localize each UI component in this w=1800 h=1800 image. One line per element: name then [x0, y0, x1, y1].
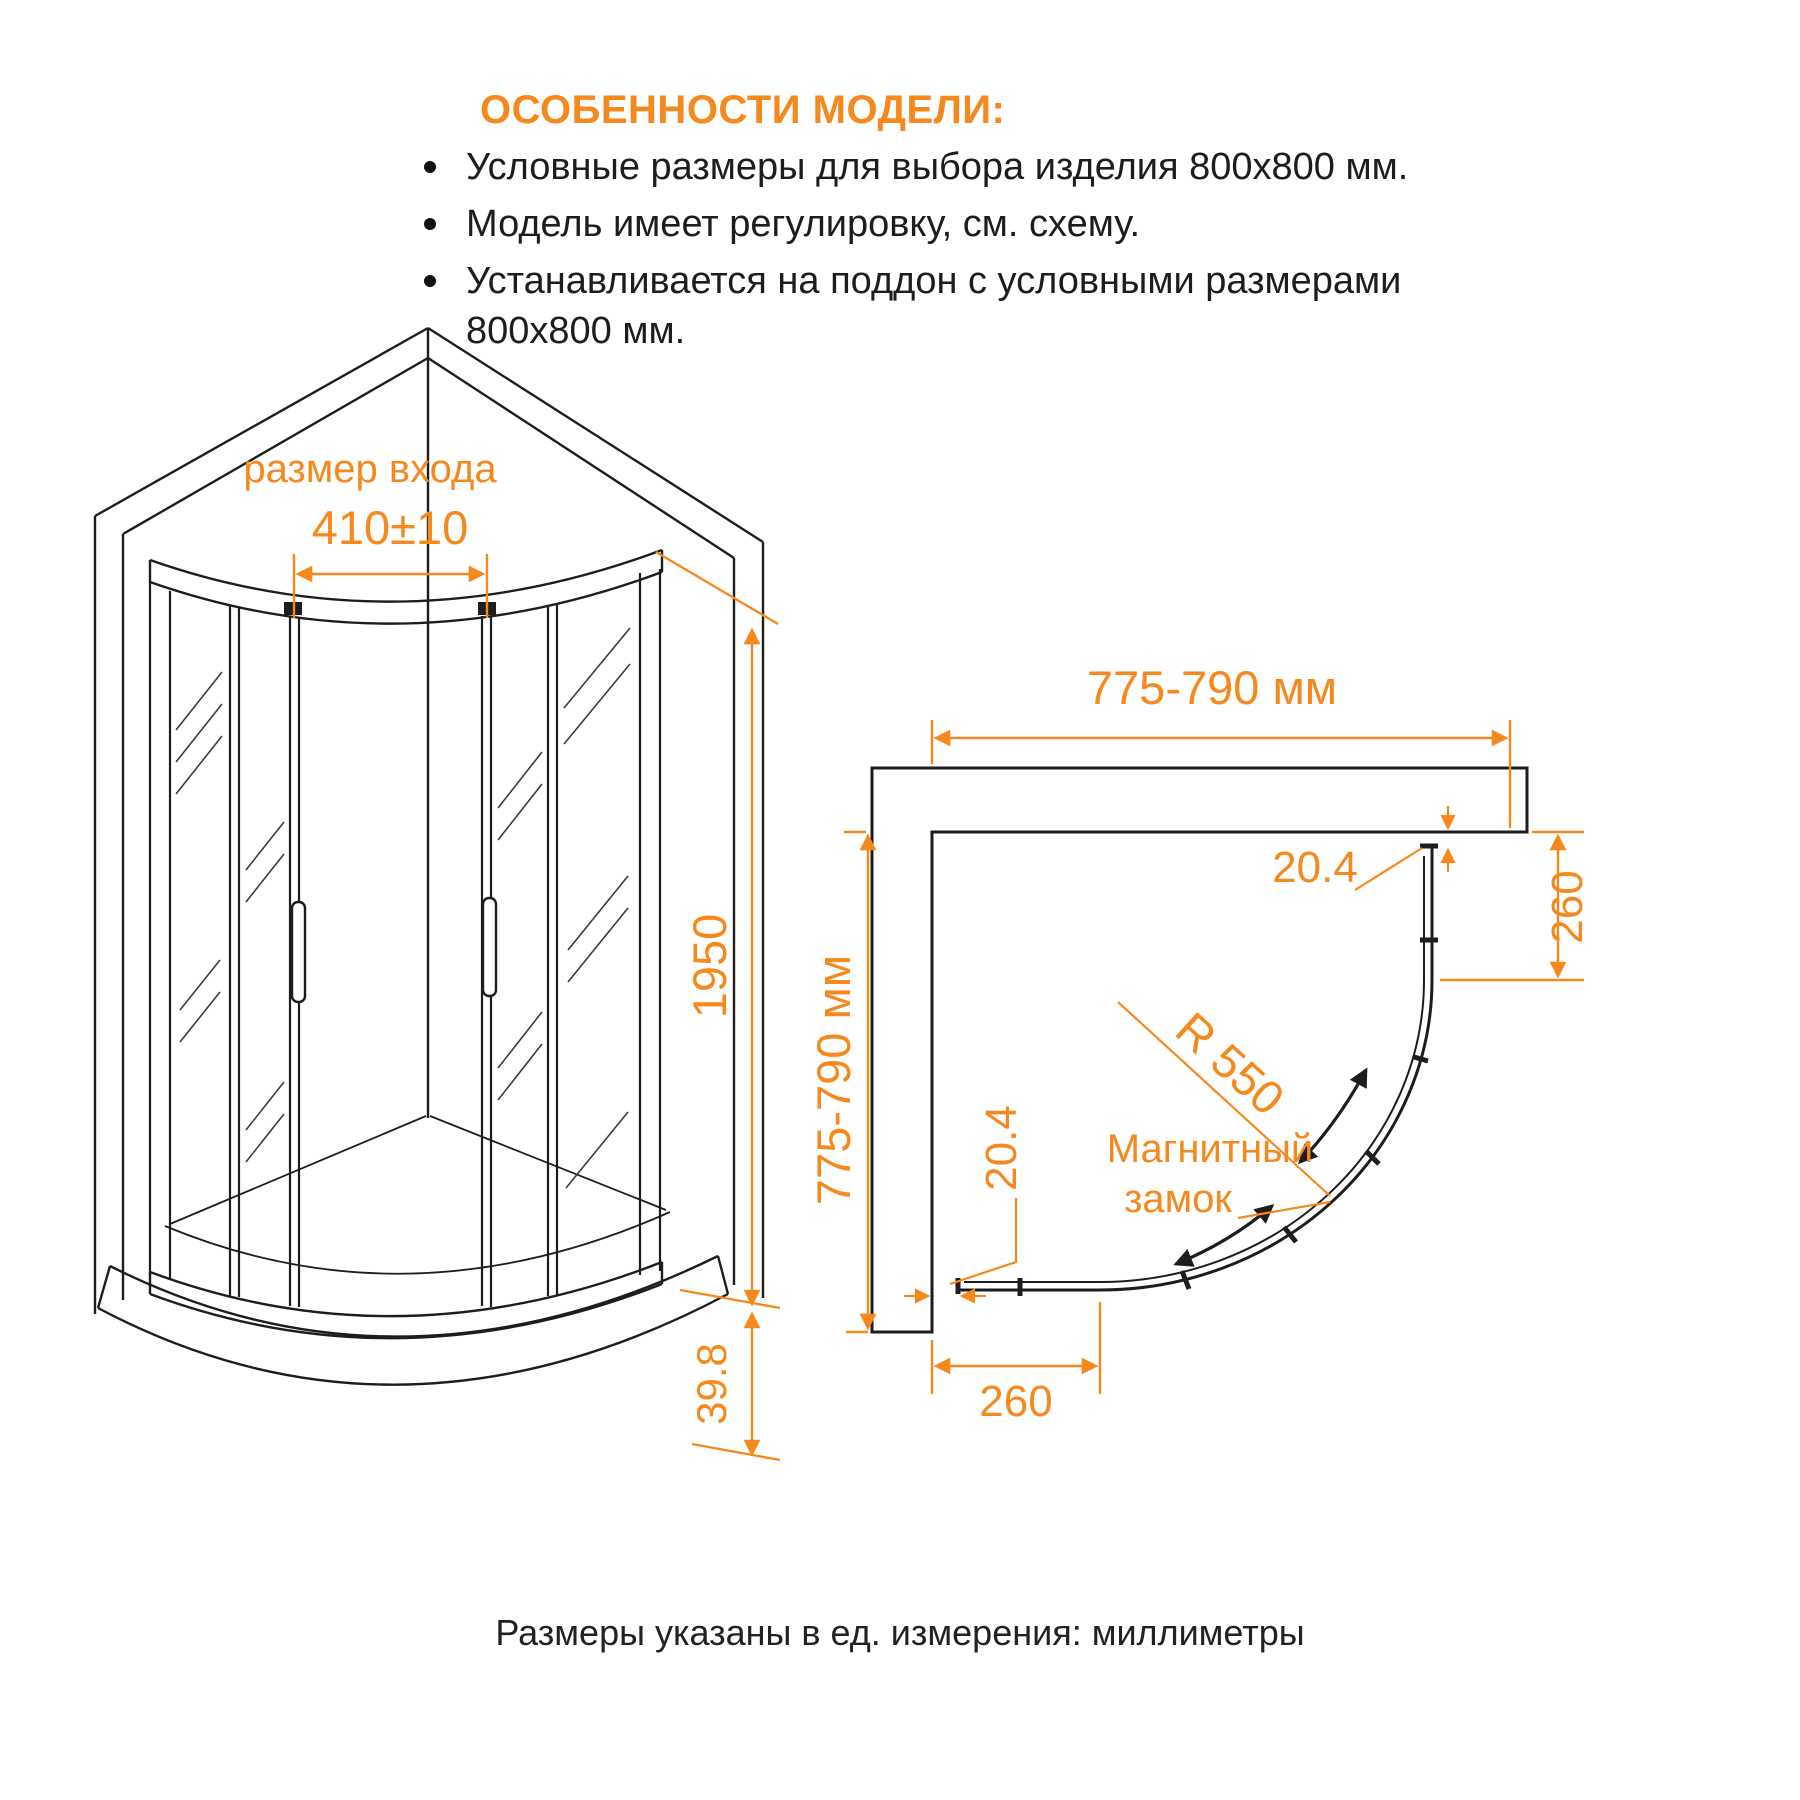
magnet-label-line1: Магнитный	[1107, 1127, 1314, 1171]
depth-extension-lines	[844, 830, 868, 1334]
segment-bottom-dimension	[930, 1302, 1102, 1394]
features-title: ОСОБЕННОСТИ МОДЕЛИ:	[480, 88, 1006, 132]
entry-dimension	[292, 554, 489, 618]
gap-top-value: 20.4	[1272, 843, 1358, 892]
height-value: 1950	[683, 914, 736, 1019]
magnet-leader-line	[1237, 1200, 1331, 1220]
gap-bottom-value: 20.4	[977, 1105, 1026, 1191]
entry-width-value: 410±10	[312, 501, 469, 554]
plan-glass-run	[955, 843, 1438, 1296]
glass-hatching	[175, 627, 631, 1189]
front-view-drawing: размер входа 410±10 1950 39.8	[93, 326, 781, 1462]
units-note: Размеры указаны в ед. измерения: миллиме…	[495, 1612, 1305, 1653]
gap-top-dimension	[1354, 806, 1456, 891]
slide-arrow-1	[1298, 1067, 1368, 1165]
glass-roller-ticks	[1017, 937, 1438, 1296]
segment-bottom-extensions	[930, 1302, 1102, 1394]
height-extension-top	[655, 550, 779, 626]
features-list: Условные размеры для выбора изделия 800х…	[418, 142, 1528, 364]
shower-walls	[93, 326, 765, 1314]
gap-bottom-dimension	[904, 1198, 1018, 1304]
height-extension-mid	[679, 1288, 781, 1310]
height-dimension	[655, 550, 781, 1462]
gap-top-leader	[1354, 847, 1423, 891]
tray-height-value: 39.8	[688, 1343, 735, 1425]
entry-extension-lines	[292, 554, 489, 618]
feature-item-2: Модель имеет регулировку, см. схему.	[418, 199, 1528, 249]
glass-outer-line	[958, 846, 1434, 1292]
width-dimension	[930, 720, 1512, 828]
shower-tray	[96, 1115, 730, 1386]
height-extension-bottom	[691, 1442, 781, 1462]
feature-item-3: Устанавливается на поддон с условными ра…	[418, 256, 1528, 356]
entry-size-label: размер входа	[243, 447, 497, 491]
segment-right-dimension	[1440, 830, 1584, 982]
segment-right-value: 260	[1543, 870, 1592, 943]
gap-bottom-leader	[949, 1198, 1018, 1286]
handle-left	[290, 900, 307, 1004]
glass-inner-line	[964, 856, 1425, 1283]
depth-dimension	[844, 830, 877, 1334]
width-extension-lines	[930, 720, 1512, 828]
depth-value: 775-790 мм	[810, 955, 860, 1205]
magnet-label-line2: замок	[1124, 1177, 1232, 1221]
glass-frame-rails	[148, 548, 664, 1340]
segment-bottom-value: 260	[979, 1377, 1052, 1426]
glass-frame-posts	[148, 569, 662, 1307]
door-handles	[290, 896, 498, 1004]
handle-right	[481, 896, 498, 998]
width-value: 775-790 мм	[1087, 661, 1337, 714]
feature-item-1: Условные размеры для выбора изделия 800х…	[418, 142, 1528, 192]
plan-walls	[870, 766, 1529, 1334]
radius-line	[1117, 1001, 1331, 1197]
plan-view-drawing: R 550 Магнитный замок 775-790 мм 775-790…	[810, 661, 1592, 1426]
segment-right-extensions	[1440, 830, 1584, 982]
